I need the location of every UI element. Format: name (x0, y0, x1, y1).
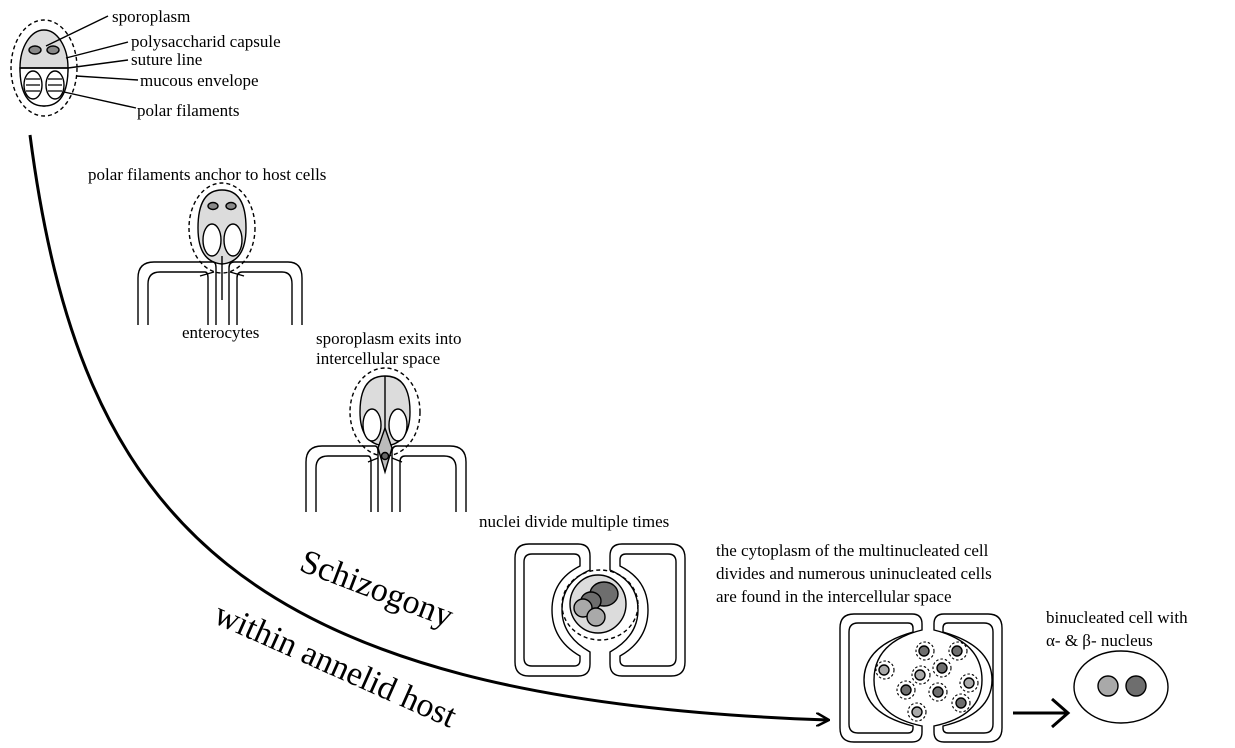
final-arrow (1013, 699, 1068, 727)
label-anchor: polar filaments anchor to host cells (88, 165, 326, 184)
label-polysaccharid-capsule: polysaccharid capsule (131, 32, 281, 51)
label-exit-line1: sporoplasm exits into (316, 329, 461, 348)
label-nuclei-divide: nuclei divide multiple times (479, 512, 669, 531)
label-binuc-line2: α- & β- nucleus (1046, 631, 1153, 650)
label-sporoplasm: sporoplasm (112, 7, 190, 26)
sporoplasm-nucleus-left (29, 46, 41, 54)
label-polar-filaments: polar filaments (137, 101, 239, 120)
label-cyto-line2: divides and numerous uninucleated cells (716, 564, 992, 583)
uninucleated-cells-figure (840, 614, 1002, 742)
label-cyto-line3: are found in the intercellular space (716, 587, 952, 606)
exit-stage-figure (306, 368, 466, 512)
label-cyto-line1: the cytoplasm of the multinucleated cell (716, 541, 989, 560)
binucleated-cell-figure (1074, 651, 1168, 723)
label-suture-line: suture line (131, 50, 202, 69)
alpha-nucleus (1098, 676, 1118, 696)
nuclei-divide-figure (515, 544, 685, 676)
beta-nucleus (1126, 676, 1146, 696)
sporoplasm-nucleus-right (47, 46, 59, 54)
label-binuc-line1: binucleated cell with (1046, 608, 1188, 627)
spore-figure (11, 16, 138, 116)
label-enterocytes: enterocytes (182, 323, 259, 342)
life-cycle-arrow (30, 135, 828, 720)
label-exit-line2: intercellular space (316, 349, 440, 368)
label-mucous-envelope: mucous envelope (140, 71, 259, 90)
anchor-stage-figure (138, 183, 302, 325)
